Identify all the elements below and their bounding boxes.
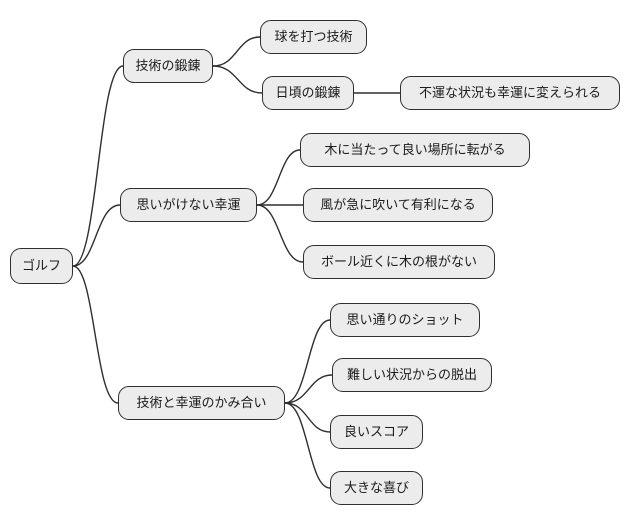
node-wind-advantage: 風が急に吹いて有利になる — [303, 188, 493, 222]
node-tree-bounce-good-spot: 木に当たって良い場所に転がる — [300, 133, 530, 167]
connector-branch3-child4 — [284, 402, 331, 489]
node-unexpected-luck: 思いがけない幸運 — [120, 188, 257, 222]
node-hitting-skill: 球を打つ技術 — [260, 20, 367, 54]
node-ideal-shot: 思い通りのショット — [330, 303, 480, 337]
connector-branch2-child1 — [256, 149, 301, 206]
node-skill-training: 技術の鍛錬 — [123, 49, 213, 83]
node-good-score: 良いスコア — [330, 415, 423, 449]
node-skill-luck-mesh: 技術と幸運のかみ合い — [118, 386, 285, 420]
node-great-joy: 大きな喜び — [330, 471, 423, 505]
connector-root-branch3 — [72, 265, 119, 404]
connector-root-branch2 — [72, 204, 121, 267]
connector-root-branch1 — [72, 65, 124, 267]
node-escape-difficult-situation: 難しい状況からの脱出 — [332, 358, 492, 392]
connector-branch3-child3 — [284, 402, 331, 433]
connector-branch3-child2 — [284, 374, 333, 404]
node-no-tree-roots-near-ball: ボール近くに木の根がない — [303, 245, 495, 279]
node-turn-bad-luck-to-good: 不運な状況も幸運に変えられる — [400, 76, 620, 110]
connector-branch3-child1 — [284, 319, 331, 404]
node-daily-practice: 日頃の鍛錬 — [262, 76, 354, 110]
connector-branch1-child2 — [212, 65, 263, 94]
connector-branch2-child3 — [256, 204, 304, 263]
connector-branch1-child1 — [212, 36, 261, 67]
node-golf: ゴルフ — [10, 248, 73, 284]
